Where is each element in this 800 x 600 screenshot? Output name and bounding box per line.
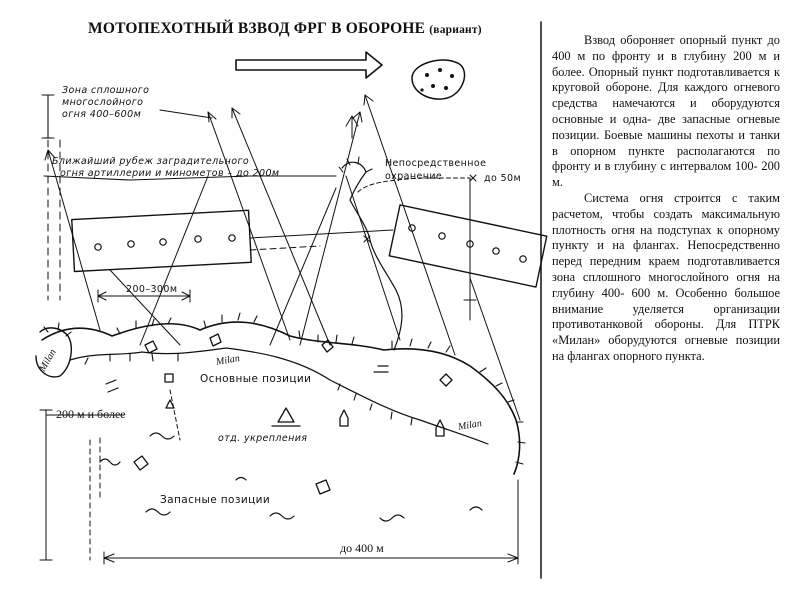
barrage-rectangle-right [388, 204, 548, 288]
dim-front [103, 551, 519, 565]
trench-ticks [43, 312, 526, 465]
fire-sector-lines [44, 94, 521, 421]
reserve-dash-3 [169, 389, 181, 441]
close-guard-distance: до 50м [484, 173, 522, 184]
fire-zone-bracket [41, 94, 55, 139]
barrage-connector [249, 229, 394, 239]
rear-trench [69, 347, 489, 445]
reserve-position-marks [99, 432, 483, 522]
barrier-fire-line [43, 175, 337, 181]
fire-zone-label-2: многослойного [62, 97, 144, 108]
fire-zone-label-3: огня 400–600м [62, 109, 142, 120]
barrier-fire-label-2: огня артиллерии и минометов – до 200м [60, 168, 280, 179]
front-line-trench [41, 321, 521, 475]
command-post-symbol [271, 407, 301, 427]
rear-trench-ticks [84, 353, 413, 426]
barrage-marks-right [408, 224, 527, 263]
enemy-area-blob [411, 59, 466, 100]
close-guard-line [357, 177, 471, 193]
close-guard-label-2: охранение [385, 171, 443, 182]
description-paragraph-1: Взвод обороняет опорный пункт до 400 м п… [552, 33, 780, 190]
tank-symbols [105, 365, 389, 393]
description-text: Взвод обороняет опорный пункт до 400 м п… [552, 33, 780, 365]
depth-dimension-label: 200 м и более [56, 407, 126, 421]
title-variant: (вариант) [429, 24, 482, 36]
attack-direction-arrow [235, 51, 383, 79]
enemy-dots [420, 68, 454, 92]
left-flank-position [35, 327, 72, 378]
guard-arrow [345, 115, 359, 139]
description-paragraph-2: Система огня строится с таким расчетом, … [552, 190, 780, 363]
barrage-connector-2 [249, 245, 321, 251]
close-guard-label-1: Непосредственное [385, 158, 487, 169]
reserve-positions-label: Запасные позиции [160, 494, 271, 506]
guard-distance-bracket [463, 177, 477, 301]
main-positions-label: Основные позиции [200, 373, 312, 385]
dim-200-300 [97, 289, 191, 303]
barrage-rectangle-left [71, 209, 252, 273]
barrier-fire-label-1: Ближайший рубеж заградительного [52, 156, 250, 167]
close-guard-post [341, 161, 403, 351]
weapon-positions [133, 333, 453, 495]
fire-zone-pointer [159, 109, 213, 119]
title-main: МОТОПЕХОТНЫЙ ВЗВОД ФРГ В ОБОРОНЕ [88, 20, 426, 37]
x-markers [363, 174, 477, 243]
dim-depth [39, 409, 53, 561]
barrage-marks-left [94, 234, 236, 251]
close-guard-ticks [338, 156, 373, 173]
dim-200-300-label: 200–300м [126, 284, 178, 295]
front-dimension-label: до 400 м [340, 541, 384, 555]
page-title: МОТОПЕХОТНЫЙ ВЗВОД ФРГ В ОБОРОНЕ (вариан… [88, 20, 482, 38]
fire-zone-label-1: Зона сплошного [62, 85, 150, 96]
squad-shelters-label: отд. укрепления [218, 433, 308, 444]
